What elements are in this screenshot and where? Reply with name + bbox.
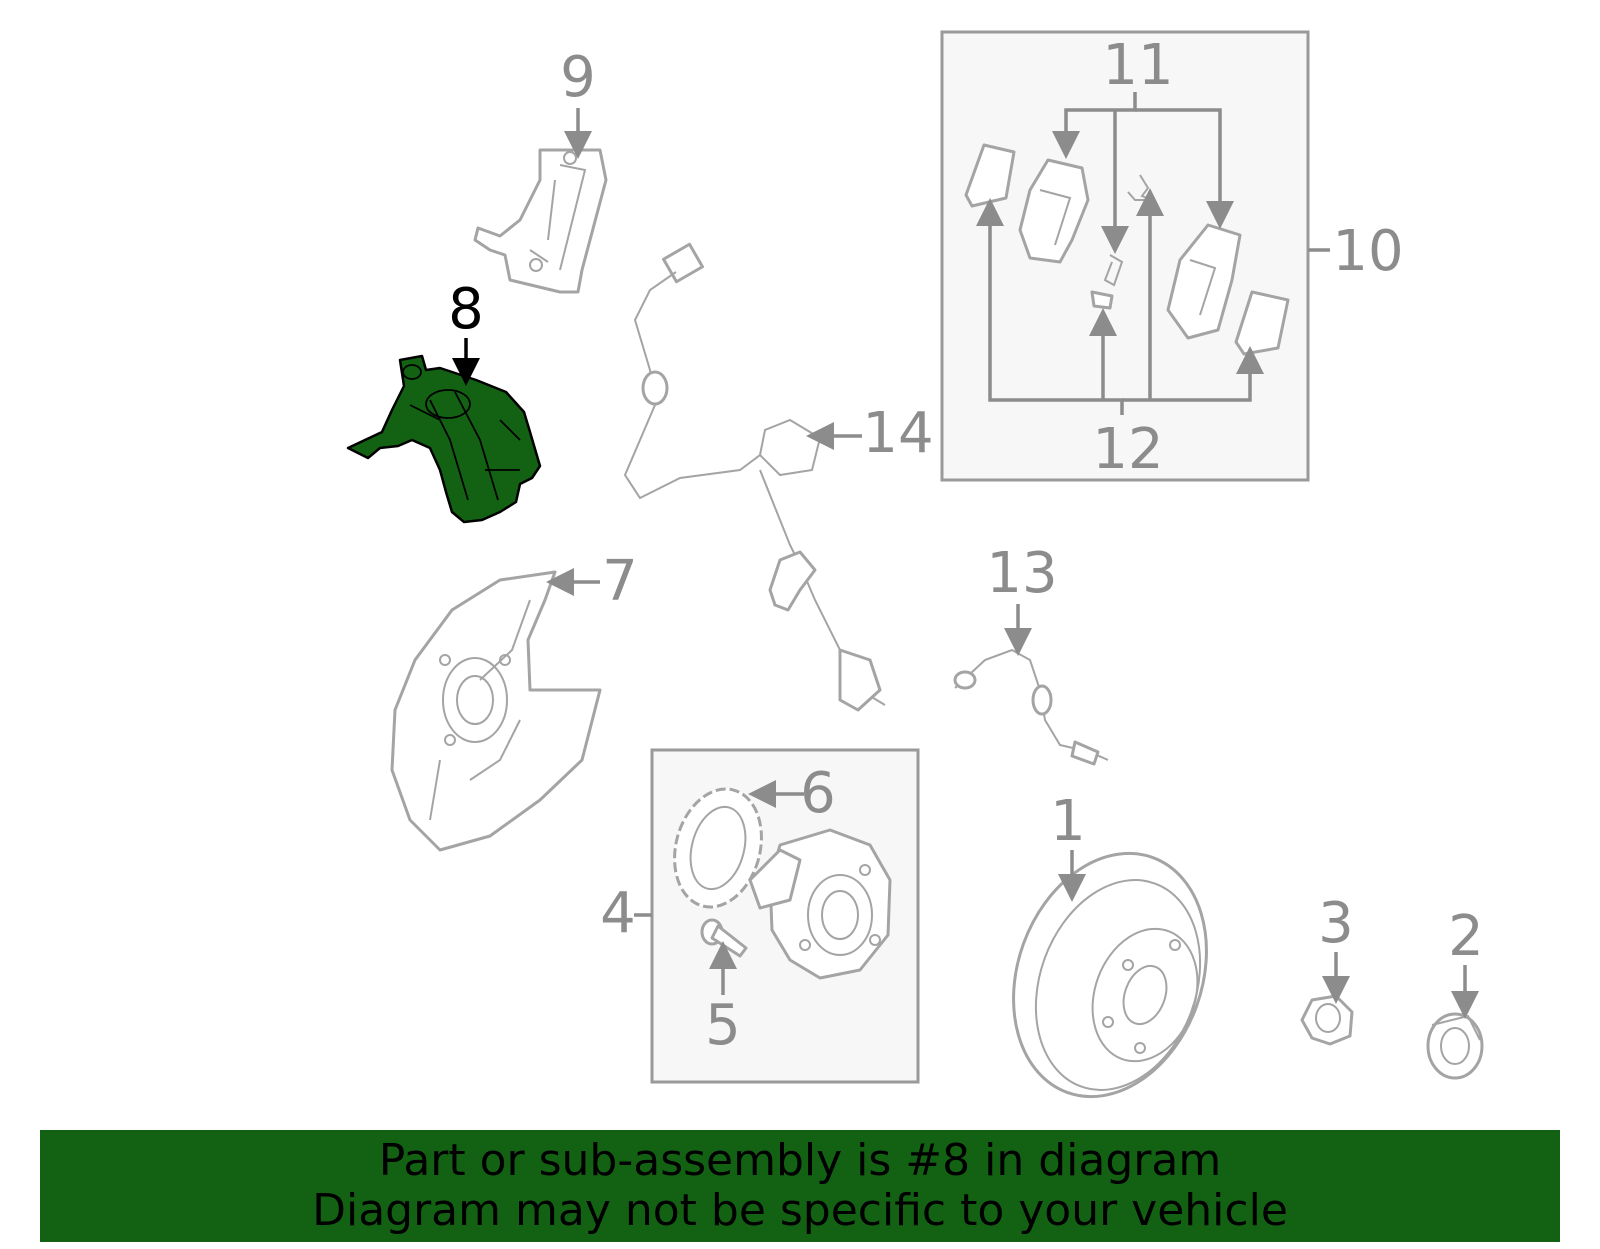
caliper-bracket-part[interactable] [473,148,608,294]
hub-bolt-part[interactable] [700,918,748,958]
callout-4: 4 [600,881,636,946]
callout-6: 6 [800,761,836,826]
callout-13: 13 [986,541,1057,606]
tone-ring-part[interactable] [662,779,774,917]
hub-cap-part[interactable] [1426,1012,1484,1080]
caliper-part-highlighted[interactable] [346,354,542,524]
callout-8: 8 [448,277,484,342]
brake-pads-part[interactable] [1018,158,1242,340]
callout-1: 1 [1050,789,1086,854]
callout-2: 2 [1448,904,1484,969]
callout-12: 12 [1092,417,1163,482]
callout-14: 14 [862,401,933,466]
banner-line-disclaimer: Diagram may not be specific to your vehi… [312,1185,1288,1236]
wheel-hub-part[interactable] [748,828,892,980]
callout-9: 9 [560,45,596,110]
dust-shield-part[interactable] [390,570,602,852]
callout-10: 10 [1332,219,1403,284]
pad-kit-box [940,30,1310,482]
brake-rotor-part[interactable] [981,826,1239,1124]
highlight-info-banner: Part or sub-assembly is #8 in diagram Di… [40,1130,1560,1242]
callout-7: 7 [602,549,638,614]
callout-5: 5 [705,993,741,1058]
pad-shims-part[interactable] [964,143,1290,356]
wheel-nut-part[interactable] [1300,994,1354,1046]
leader-lines [452,92,1479,1019]
banner-line-part: Part or sub-assembly is #8 in diagram [378,1135,1222,1186]
brake-hose-part[interactable] [953,648,1109,766]
callout-11: 11 [1102,33,1173,98]
abs-sensor-wire-part[interactable] [623,242,886,712]
callout-3: 3 [1318,891,1354,956]
